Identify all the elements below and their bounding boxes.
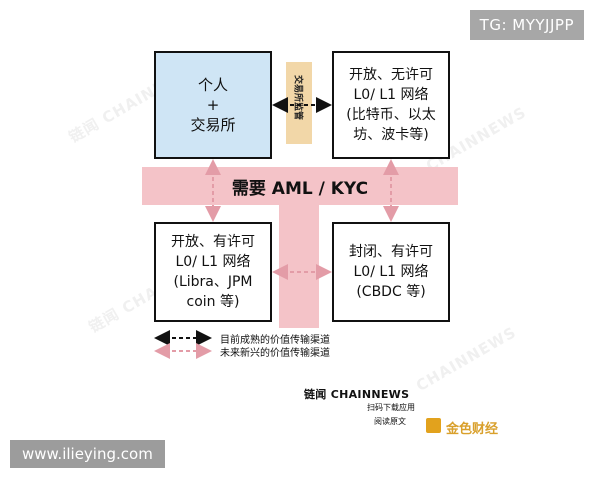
jinse-logo-icon — [426, 418, 441, 433]
box-line: 开放、有许可 — [171, 234, 255, 250]
box-individual-exchange: 个人 + 交易所 — [154, 51, 272, 159]
brand-read-original: 阅读原文 — [374, 417, 406, 426]
box-line: L0/ L1 网络 — [353, 264, 429, 280]
url-badge: www.ilieying.com — [10, 440, 165, 468]
box-line: L0/ L1 网络 — [175, 254, 251, 270]
legend-label: 未来新兴的价值传输渠道 — [220, 347, 330, 359]
chainnews-brand: 链闻 CHAINNEWS — [304, 388, 410, 401]
box-line: (Libra、JPM — [173, 274, 253, 290]
legend-label: 目前成熟的价值传输渠道 — [220, 334, 330, 346]
box-line: 交易所 — [190, 116, 236, 134]
tg-badge: TG: MYYJJPP — [469, 10, 584, 40]
box-line: 封闭、有许可 — [349, 244, 433, 260]
box-closed-permissioned: 封闭、有许可 L0/ L1 网络 (CBDC 等) — [332, 222, 450, 322]
aml-banner-horizontal — [142, 167, 458, 205]
box-open-permissioned: 开放、有许可 L0/ L1 网络 (Libra、JPM coin 等) — [154, 222, 272, 322]
jinse-logo-text: 金色财经 — [446, 422, 499, 437]
legend-item-current: 目前成熟的价值传输渠道 — [214, 332, 330, 346]
box-line: (CBDC 等) — [356, 284, 426, 300]
aml-kyc-label: 需要 AML / KYC — [231, 178, 369, 199]
box-line: 坊、波卡等) — [353, 127, 429, 143]
box-line: 个人 — [197, 76, 228, 94]
box-line: 开放、无许可 — [349, 67, 433, 83]
box-line: L0/ L1 网络 — [353, 87, 429, 103]
box-line: (比特币、以太 — [346, 107, 436, 123]
box-line: + — [206, 96, 220, 114]
brand-download-text: 扫码下载应用 — [367, 403, 415, 412]
legend-item-future: 未来新兴的价值传输渠道 — [214, 345, 330, 359]
box-open-permissionless: 开放、无许可 L0/ L1 网络 (比特币、以太 坊、波卡等) — [332, 51, 450, 159]
box-line: coin 等) — [186, 294, 240, 310]
